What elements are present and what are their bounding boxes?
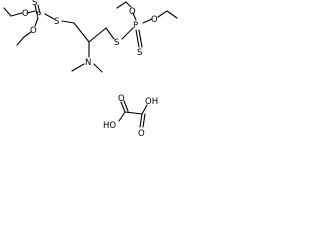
bond <box>142 113 146 128</box>
bond <box>121 27 134 40</box>
bond <box>44 13 55 20</box>
bond <box>93 63 103 73</box>
bond <box>157 10 168 18</box>
chemical-structure-diagram: O S P S O N S P O O S O OH HO O <box>3 0 178 139</box>
bond <box>34 4 38 15</box>
bond <box>3 7 12 17</box>
bond <box>166 10 178 19</box>
bond-layer <box>3 1 178 128</box>
bond <box>142 18 153 24</box>
bond <box>88 27 107 43</box>
atom-oxygen: O <box>22 9 29 19</box>
atom-oxygen: O <box>138 129 145 139</box>
atom-oxygen: O <box>30 26 37 36</box>
atom-label-layer: O S P S O N S P O O S O OH HO O <box>22 0 158 139</box>
atom-phosphorus: P <box>36 11 41 21</box>
bond <box>37 4 41 14</box>
bond <box>125 1 132 8</box>
bond <box>10 12 23 17</box>
bond <box>120 101 126 113</box>
atom-oxygen: O <box>129 7 136 17</box>
bond <box>118 111 126 122</box>
atom-hydroxyl: HO <box>103 121 116 131</box>
atom-sulfur: S <box>137 48 142 58</box>
atom-oxygen: O <box>118 94 125 104</box>
bond <box>105 27 115 40</box>
atom-nitrogen: N <box>85 58 91 68</box>
bond <box>16 36 25 46</box>
bond <box>135 29 140 48</box>
bond <box>34 17 39 27</box>
bond <box>71 63 85 72</box>
bond <box>124 111 143 115</box>
atom-hydroxyl: OH <box>145 97 158 107</box>
bond <box>116 1 127 9</box>
bond <box>73 22 90 43</box>
bond <box>123 100 129 112</box>
atom-sulfur: S <box>54 17 59 27</box>
atom-phosphorus: P <box>133 21 138 31</box>
bond <box>23 31 32 38</box>
atom-sulfur: S <box>32 0 37 8</box>
bond <box>132 12 137 21</box>
bond <box>141 104 148 115</box>
atom-oxygen: O <box>151 15 158 25</box>
bond <box>139 113 143 128</box>
bond <box>61 20 75 24</box>
bond <box>26 10 36 14</box>
atom-sulfur: S <box>114 38 119 48</box>
bond <box>138 29 143 48</box>
